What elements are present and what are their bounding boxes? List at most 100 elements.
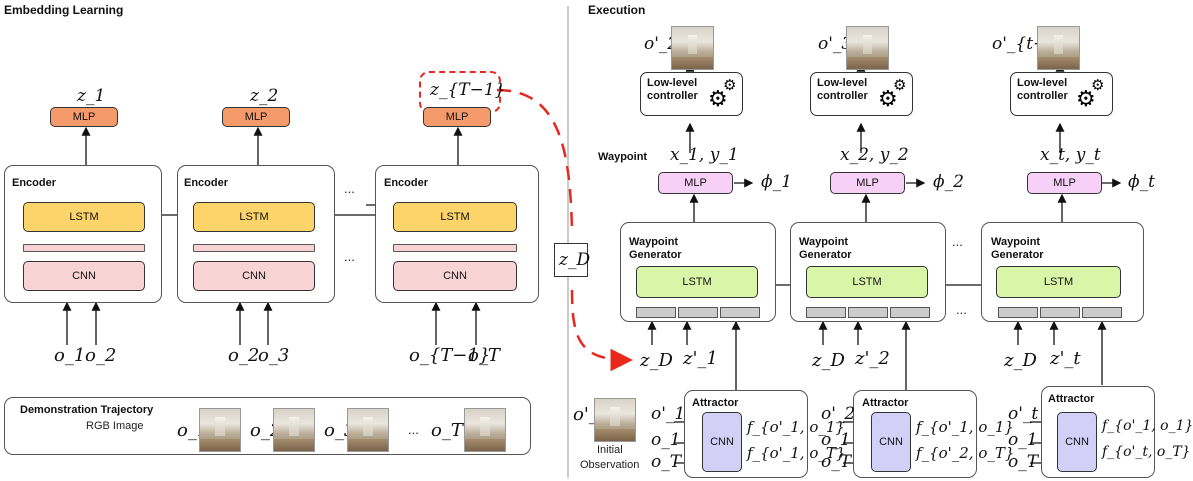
attractor-f-bottom: f_{o'_t, o_T} <box>1102 444 1191 460</box>
attractor-input: o_1 <box>821 430 851 450</box>
attractor-input: o_1 <box>651 430 681 450</box>
zd-link-bottom <box>570 289 633 372</box>
initial-obs-image <box>594 398 636 442</box>
attractor-f-top: f_{o'_1, o_1} <box>1102 418 1193 434</box>
wg-label-line1: Waypoint <box>629 236 679 248</box>
wg-label-line2: Generator <box>629 249 682 261</box>
wg-lstm-block-2: LSTM <box>806 266 928 298</box>
output-obs-label: o'_2 <box>644 34 679 54</box>
waypoint-mlp-2: MLP <box>830 172 905 194</box>
attractor-input: o_T <box>651 452 682 472</box>
initial-label-line1: Initial <box>597 444 623 456</box>
gear-icon: ⚙ <box>708 86 728 111</box>
gear-icon: ⚙ <box>878 86 898 111</box>
embedding-learning-title: Embedding Learning <box>4 3 124 17</box>
feature-bar-2 <box>193 244 315 252</box>
ellipsis-top: ... <box>344 181 355 196</box>
feature-bar-1 <box>23 244 145 252</box>
demo-frame-image <box>199 408 241 452</box>
phi-label: ϕ_2 <box>933 172 964 192</box>
gear-icon: ⚙ <box>1076 86 1096 111</box>
lstm-block-2: LSTM <box>193 202 315 232</box>
gear-icon: ⚙ <box>893 77 907 94</box>
controller-label-line2: controller <box>647 90 698 102</box>
demo-frame-image <box>347 408 389 452</box>
obs-label: o_T <box>468 345 500 366</box>
wg-input-strip-1 <box>636 307 762 318</box>
cnn-block-1: CNN <box>23 261 145 291</box>
obs-label: o_1 <box>54 345 86 366</box>
attractor-label: Attractor <box>692 397 739 409</box>
obs-label: o_2 <box>228 345 260 366</box>
feature-bar-3 <box>393 244 517 252</box>
execution-title: Execution <box>588 3 646 17</box>
waypoint-mlp-3: MLP <box>1027 172 1102 194</box>
waypoint-coord: x_2, y_2 <box>840 145 909 165</box>
zprime-label: z'_t <box>1050 348 1081 369</box>
attractor-input: o_1 <box>1008 430 1038 450</box>
obs-label: o_3 <box>258 345 290 366</box>
demo-frame-image <box>464 408 506 452</box>
zd-input-label: z_D <box>640 350 673 371</box>
output-obs-image <box>846 26 889 70</box>
wg-lstm-block-3: LSTM <box>996 266 1121 298</box>
demo-frame-label: o_T <box>431 420 463 441</box>
lstm-block-1: LSTM <box>23 202 145 232</box>
attractor-cnn-3: CNN <box>1057 412 1097 472</box>
encoder-label-1: Encoder <box>12 177 57 189</box>
zd-box-label: z_D <box>559 250 591 270</box>
mlp-block-2: MLP <box>222 107 290 127</box>
demo-trajectory-title: Demonstration Trajectory <box>20 404 154 416</box>
wg-input-strip-3 <box>998 307 1124 318</box>
attractor-label: Attractor <box>1048 393 1095 405</box>
wg-ellipsis-top: ... <box>952 234 963 249</box>
wg-label-line1: Waypoint <box>799 236 849 248</box>
attractor-input: o'_t <box>1008 404 1039 424</box>
ellipsis-bottom: ... <box>344 249 355 264</box>
output-obs-label: o'_3 <box>818 34 853 54</box>
obs-label: o_2 <box>85 345 117 366</box>
controller-label-line1: Low-level <box>647 77 698 89</box>
zd-input-label: z_D <box>812 350 845 371</box>
encoder-label-2: Encoder <box>184 177 229 189</box>
output-obs-image <box>671 26 714 70</box>
obs-label: o_{T−1} <box>409 345 491 366</box>
wg-label-line2: Generator <box>991 249 1044 261</box>
controller-label-line2: controller <box>817 90 868 102</box>
wg-label-line1: Waypoint <box>991 236 1041 248</box>
initial-label-line2: Observation <box>580 459 640 471</box>
encoder-label-3: Encoder <box>384 177 429 189</box>
attractor-f-top: f_{o'_1, o_1} <box>916 418 1014 436</box>
wg-input-strip-2 <box>806 307 932 318</box>
waypoint-coord: x_1, y_1 <box>670 145 739 165</box>
mlp-block-1: MLP <box>50 107 118 127</box>
encoder-input-arrows <box>62 126 481 345</box>
low-level-controller-2: Low-level controller <box>810 72 913 116</box>
attractor-cnn-2: CNN <box>871 412 911 472</box>
controller-label-line2: controller <box>1017 90 1068 102</box>
attractor-input: o_T <box>1008 452 1039 472</box>
demo-trajectory-box <box>4 397 531 455</box>
attractor-input: o_T <box>821 452 852 472</box>
phi-label: ϕ_t <box>1128 172 1155 192</box>
z1-label: z_1 <box>77 86 106 106</box>
zd-input-label: z_D <box>1004 350 1037 371</box>
gear-icon: ⚙ <box>723 77 737 94</box>
demo-frame-image <box>273 408 315 452</box>
attractor-cnn-1: CNN <box>702 412 742 472</box>
z2-label: z_2 <box>250 86 279 106</box>
mlp-block-3: MLP <box>423 107 491 127</box>
attractor-f-bottom: f_{o'_2, o_T} <box>916 444 1015 462</box>
controller-label-line1: Low-level <box>1017 77 1068 89</box>
lstm-block-3: LSTM <box>393 202 517 232</box>
waypoint-mlp-1: MLP <box>658 172 733 194</box>
gear-icon: ⚙ <box>1091 77 1105 94</box>
phi-label: ϕ_1 <box>761 172 792 192</box>
attractor-f-bottom: f_{o'_1, o_T} <box>747 444 846 462</box>
controller-label-line1: Low-level <box>817 77 868 89</box>
wg-lstm-block-1: LSTM <box>636 266 758 298</box>
attractor-input: o'_2 <box>821 404 856 424</box>
low-level-controller-1: Low-level controller <box>640 72 743 116</box>
rgb-image-label: RGB Image <box>86 420 144 432</box>
wg-label-line2: Generator <box>799 249 852 261</box>
